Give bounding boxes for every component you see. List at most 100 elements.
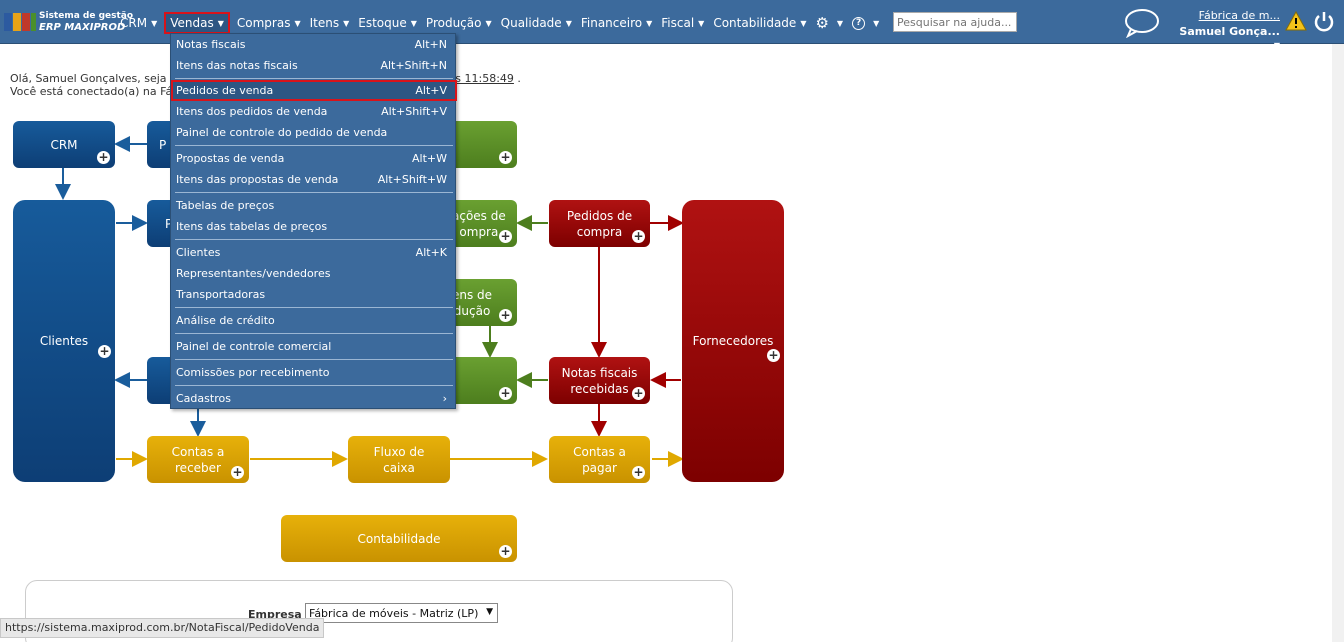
menu-producao[interactable]: Produção▼	[425, 16, 492, 30]
add-icon[interactable]: +	[499, 386, 512, 400]
contas-receber-box-label: Contas a receber	[171, 444, 225, 475]
menu-divider	[175, 307, 453, 308]
brand-name: Sistema de gestão ERP MAXIPROD	[39, 10, 133, 34]
chevron-down-icon: ▼	[565, 18, 572, 28]
menu-fiscal[interactable]: Fiscal▼	[661, 16, 705, 30]
menu-divider	[175, 239, 453, 240]
chat-icon[interactable]	[1123, 8, 1161, 38]
chevron-down-icon: ▼	[486, 607, 493, 617]
menu-contabilidade[interactable]: Contabilidade▼	[713, 16, 807, 30]
menu-financeiro[interactable]: Financeiro▼	[580, 16, 653, 30]
company-link[interactable]: Fábrica de m...	[1198, 9, 1280, 22]
chevron-down-icon: ▼	[151, 18, 158, 28]
menu-item-tabelas-precos[interactable]: Tabelas de preços	[176, 199, 275, 212]
menu-compras[interactable]: Compras▼	[236, 16, 301, 30]
chevron-down-icon: ▼	[836, 18, 844, 28]
contas-receber-box[interactable]: Contas a receber +	[147, 436, 249, 483]
menu-vendas[interactable]: Vendas▼	[164, 12, 230, 34]
add-icon[interactable]: +	[231, 465, 244, 479]
fluxo-caixa-box-label: Fluxo de caixa	[373, 444, 425, 475]
maxiprod-logo-icon[interactable]	[4, 9, 36, 35]
chevron-down-icon: ▼	[410, 18, 417, 28]
menu-divider	[175, 333, 453, 334]
pedidos-compra-box-label: Pedidos de compra	[566, 208, 633, 239]
chevron-down-icon: ▼	[800, 18, 807, 28]
notas-recebidas-box[interactable]: Notas fiscais recebidas +	[549, 357, 650, 404]
chevron-down-icon: ▼	[1273, 41, 1280, 50]
warning-icon[interactable]	[1285, 10, 1307, 32]
empresa-select-value: Fábrica de móveis - Matriz (LP)	[309, 606, 479, 620]
menu-item-comissoes[interactable]: Comissões por recebimento	[176, 366, 330, 379]
menu-item-transportadoras[interactable]: Transportadoras	[176, 288, 266, 301]
add-icon[interactable]: +	[98, 344, 111, 358]
menu-item-painel-comercial[interactable]: Painel de controle comercial	[176, 340, 332, 353]
add-icon[interactable]: +	[499, 308, 512, 322]
crm-box[interactable]: CRM +	[13, 121, 115, 168]
power-icon[interactable]	[1313, 10, 1335, 32]
ordens-producao-box-label: ens de dução	[452, 287, 493, 318]
contabilidade-box[interactable]: Contabilidade +	[281, 515, 517, 562]
crm-box-label: CRM	[50, 137, 78, 152]
pedidos-compra-box[interactable]: Pedidos de compra +	[549, 200, 650, 247]
chevron-down-icon: ▼	[485, 18, 492, 28]
menu-divider	[175, 385, 453, 386]
add-icon[interactable]: +	[632, 386, 645, 400]
menu-item-cadastros[interactable]: Cadastros›	[176, 392, 447, 405]
contas-pagar-box[interactable]: Contas a pagar +	[549, 436, 650, 483]
menu-item-analise-credito[interactable]: Análise de crédito	[176, 314, 275, 327]
menu-crm[interactable]: CRM▼	[120, 16, 158, 30]
browser-status-bar: https://sistema.maxiprod.com.br/NotaFisc…	[0, 618, 325, 638]
add-icon[interactable]: +	[499, 544, 512, 558]
gear-icon: ⚙	[815, 14, 829, 32]
add-icon[interactable]: +	[632, 229, 645, 243]
menu-itens[interactable]: Itens▼	[309, 16, 350, 30]
notas-recebidas-box-label: Notas fiscais recebidas	[561, 365, 638, 396]
brand-line2: ERP MAXIPROD	[39, 22, 126, 33]
fornecedores-box-label: Fornecedores	[692, 334, 774, 348]
menu-item-itens-tabelas-precos[interactable]: Itens das tabelas de preços	[176, 220, 328, 233]
main-menu: CRM▼ Vendas▼ Compras▼ Itens▼ Estoque▼ Pr…	[120, 12, 888, 34]
chevron-down-icon: ▼	[217, 18, 224, 28]
menu-item-painel-pedido-venda[interactable]: Painel de controle do pedido de venda	[176, 126, 388, 139]
fluxo-caixa-box[interactable]: Fluxo de caixa	[348, 436, 450, 483]
user-info[interactable]: Fábrica de m... Samuel Gonça... ▼	[1170, 9, 1280, 51]
add-icon[interactable]: +	[499, 229, 512, 243]
empresa-select[interactable]: Fábrica de móveis - Matriz (LP) ▼	[305, 603, 498, 623]
clientes-box-label: Clientes	[39, 334, 89, 348]
user-name[interactable]: Samuel Gonça... ▼	[1179, 25, 1280, 50]
add-icon[interactable]: +	[499, 150, 512, 164]
chevron-down-icon: ▼	[698, 18, 705, 28]
menu-estoque[interactable]: Estoque▼	[358, 16, 417, 30]
help-search-input[interactable]	[893, 12, 1017, 32]
chevron-down-icon: ▼	[873, 18, 880, 28]
chevron-down-icon: ▼	[646, 18, 653, 28]
cotacoes-box-label: ações de ompra	[452, 208, 506, 239]
menu-divider	[175, 192, 453, 193]
pedidos-venda-box-label: P	[165, 216, 173, 231]
fornecedores-box[interactable]: Fornecedores +	[682, 200, 784, 482]
add-icon[interactable]: +	[632, 465, 645, 479]
add-icon[interactable]: +	[767, 348, 780, 362]
contas-pagar-box-label: Contas a pagar	[573, 444, 626, 475]
add-icon[interactable]: +	[97, 150, 110, 164]
menu-item-representantes[interactable]: Representantes/vendedores	[176, 267, 331, 280]
menu-help[interactable]: ?▼	[852, 14, 879, 32]
menu-qualidade[interactable]: Qualidade▼	[500, 16, 572, 30]
clientes-box[interactable]: Clientes +	[13, 200, 115, 482]
menu-divider	[175, 145, 453, 146]
menu-divider	[175, 359, 453, 360]
chevron-down-icon: ▼	[343, 18, 350, 28]
brand-line1: Sistema de gestão	[39, 11, 134, 21]
page-scrollbar[interactable]	[1332, 44, 1344, 642]
menu-settings[interactable]: ⚙▼	[815, 14, 843, 32]
